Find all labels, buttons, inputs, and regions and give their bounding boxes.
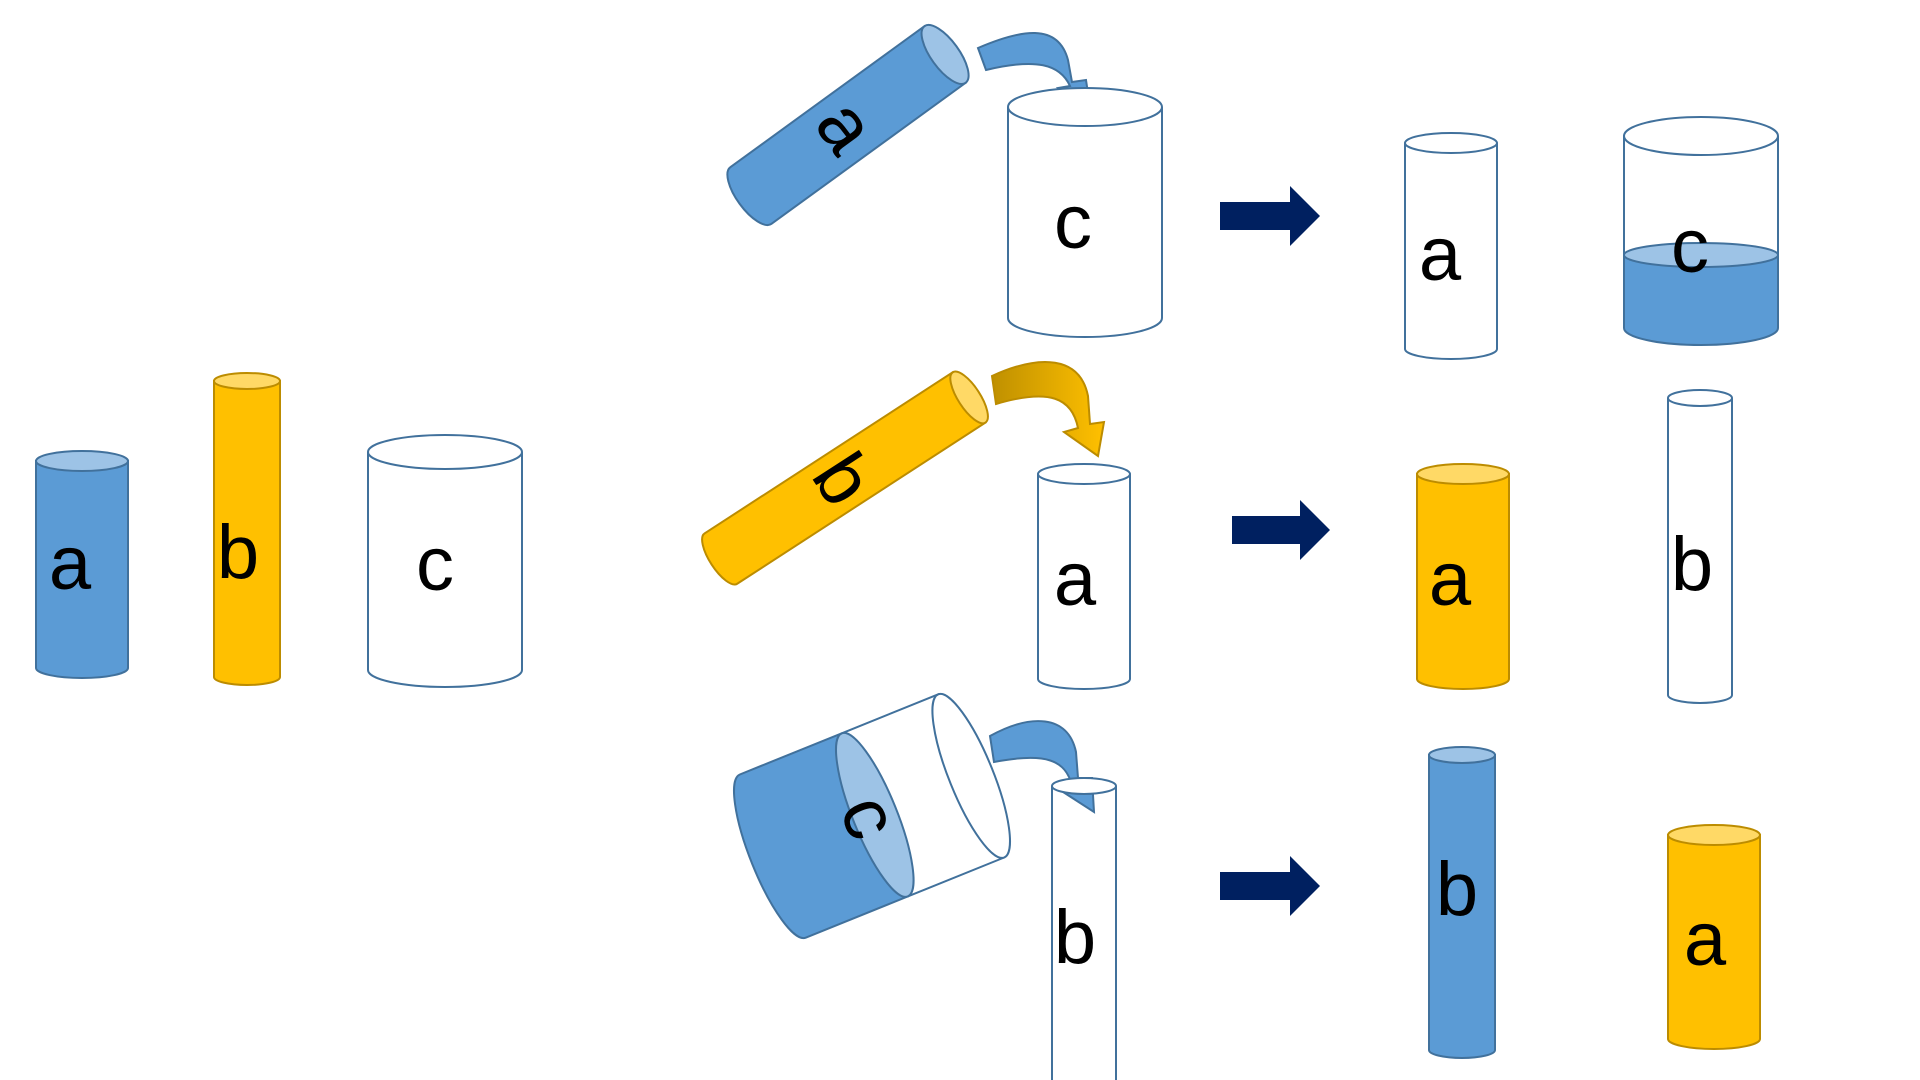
- step3-target-label-b: b: [1054, 895, 1096, 980]
- pour-arrow-icon: [988, 720, 1096, 814]
- initial-label-a: a: [49, 521, 92, 606]
- pour-arrow-icon: [990, 361, 1106, 458]
- initial-cylinder-c: c: [367, 434, 523, 688]
- step2-result-label-b: b: [1671, 522, 1713, 607]
- step2-tilted-cylinder-b: b: [701, 370, 989, 586]
- step1-tilted-cylinder-a: a: [726, 23, 970, 227]
- step1-target-label-c: c: [1054, 180, 1092, 265]
- step-arrow-icon: [1220, 856, 1320, 916]
- step-arrow-icon: [1232, 500, 1330, 560]
- initial-label-b: b: [217, 510, 259, 595]
- step1-result-cylinder-a: a: [1404, 132, 1498, 360]
- step2-result-cylinder-a: a: [1416, 463, 1510, 690]
- step3-result-cylinder-b: b: [1428, 746, 1496, 1059]
- step3-result-cylinder-a: a: [1667, 824, 1761, 1050]
- initial-label-c: c: [416, 522, 454, 607]
- step3-target-cylinder-b: b: [1051, 777, 1117, 1080]
- step1-result-label-c: c: [1671, 204, 1709, 289]
- step1-result-label-a: a: [1419, 212, 1462, 297]
- step2-result-cylinder-b: b: [1667, 389, 1733, 704]
- step3-result-label-b: b: [1436, 847, 1478, 932]
- step2-target-cylinder-a: a: [1037, 463, 1131, 690]
- step1-target-cylinder-c: c: [1007, 87, 1163, 338]
- step2-result-label-a: a: [1429, 537, 1472, 622]
- initial-cylinder-b: b: [213, 372, 281, 686]
- step3-tilted-cylinder-c: c: [733, 692, 1011, 940]
- step-arrow-icon: [1220, 186, 1320, 246]
- step1-result-cylinder-c: c: [1623, 116, 1779, 346]
- step2-target-label-a: a: [1054, 537, 1097, 622]
- step3-result-label-a: a: [1684, 897, 1727, 982]
- initial-cylinder-a: a: [35, 450, 129, 679]
